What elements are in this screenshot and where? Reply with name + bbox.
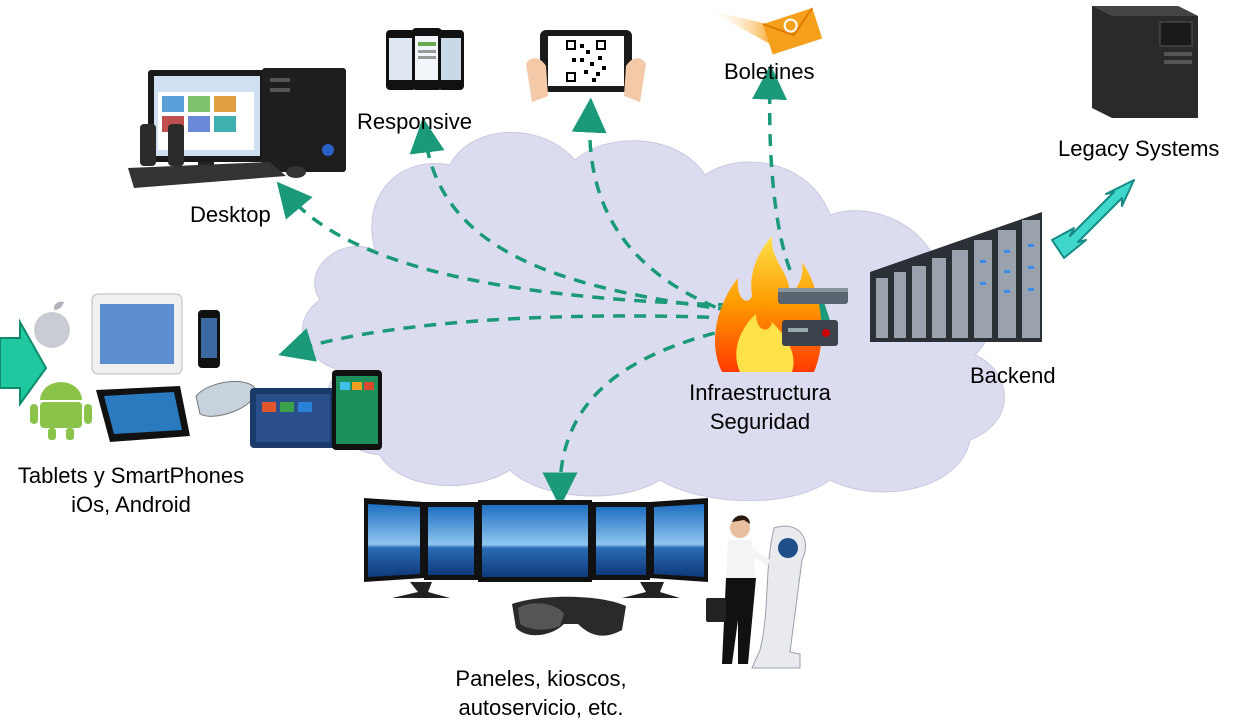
arrow-to-qr [571, 97, 736, 317]
boletines-label: Boletines [724, 59, 815, 84]
arrow-to-panels [542, 326, 736, 508]
desktop-computer-icon [128, 68, 346, 188]
paneles-label-line1: Paneles, kioscos, [455, 666, 627, 691]
kiosk-icon [706, 515, 806, 669]
legacy-systems-label: Legacy Systems [1058, 136, 1220, 161]
tablets-label: Tablets y SmartPhones iOs, Android [0, 461, 262, 519]
paneles-label: Paneles, kioscos, autoservicio, etc. [432, 664, 650, 722]
responsive-label: Responsive [357, 109, 472, 134]
desktop-label: Desktop [190, 202, 271, 227]
monitor-panels-icon [364, 498, 708, 636]
backend-label: Backend [970, 363, 1056, 388]
arrow-to-tablets [278, 314, 731, 362]
mobile-devices-icon [30, 293, 382, 450]
tablets-label-line1: Tablets y SmartPhones [17, 463, 245, 488]
glasses-icon [512, 596, 626, 636]
server-racks-icon [870, 212, 1042, 342]
bidirectional-arrow [1051, 179, 1135, 259]
android-logo-icon [30, 382, 92, 440]
infrastructure-label: Infraestructura Seguridad [672, 378, 848, 436]
paneles-label-line2: autoservicio, etc. [458, 695, 624, 720]
apple-logo-icon [34, 301, 70, 348]
infrastructure-label-line2: Seguridad [709, 409, 811, 434]
smartphones-icon [386, 28, 464, 90]
tower-server-icon [1092, 6, 1198, 118]
person-icon [706, 515, 770, 664]
qr-tablet-icon [526, 30, 646, 102]
tablets-label-line2: iOs, Android [71, 492, 191, 517]
infrastructure-label-line1: Infraestructura [689, 380, 831, 405]
email-envelope-icon [708, 7, 823, 55]
entry-arrow-icon [0, 318, 48, 408]
arrow-to-desktop [276, 181, 731, 307]
firewall-icon [714, 236, 848, 372]
